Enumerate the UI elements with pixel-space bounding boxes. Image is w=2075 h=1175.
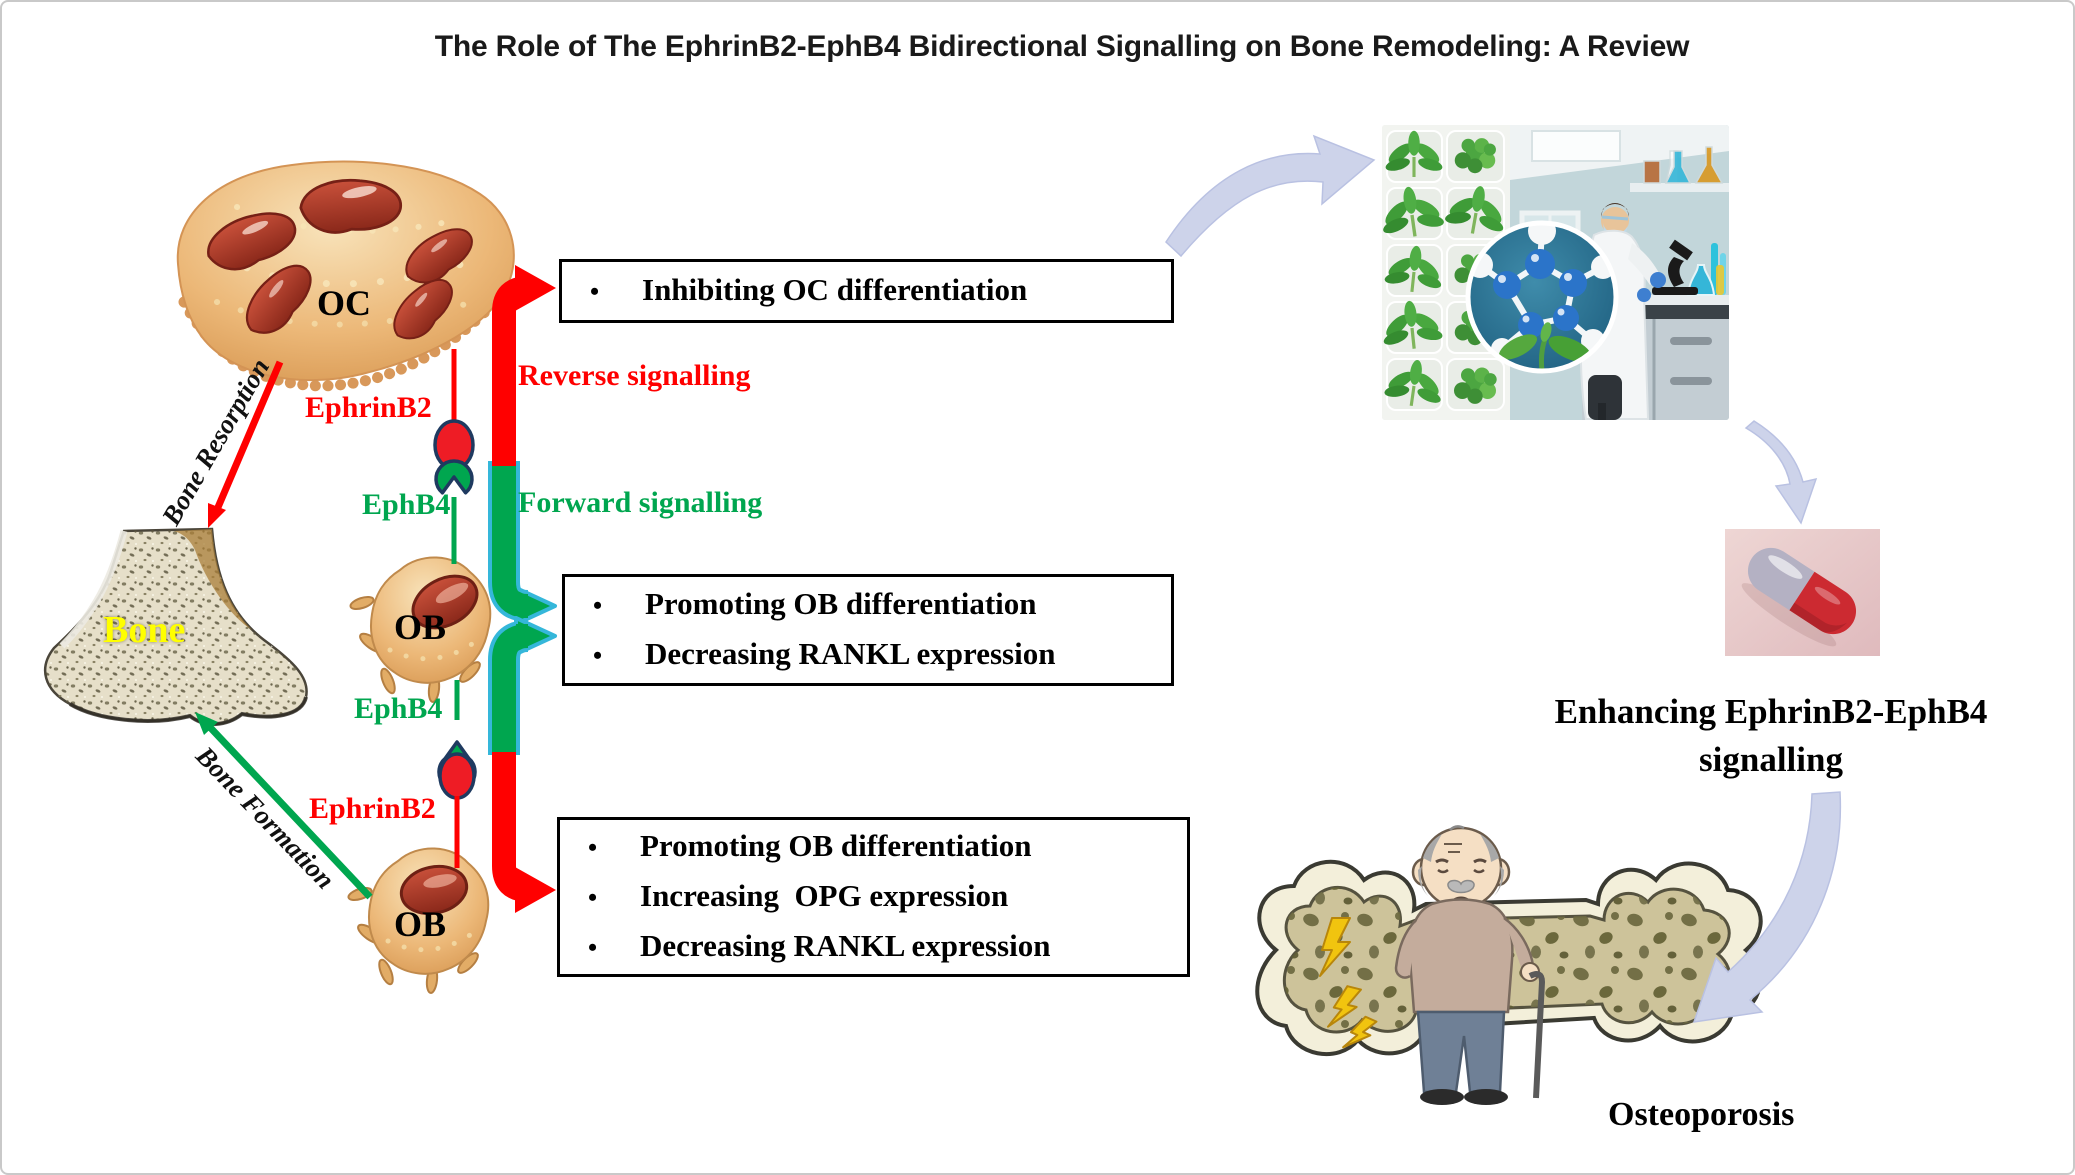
ephrinb2-ephb4-binding-bottom [437,680,477,868]
outcome-box-oc-reverse: • Inhibiting OC differentiation [559,259,1174,323]
outcome-row: • Promoting OB differentiation [588,822,1187,872]
reverse-signalling-label: Reverse signalling [518,359,751,392]
osteoporosis-cartoon [1255,825,1763,1105]
ephrinb2-ephb4-binding-top [433,349,475,564]
ob-mid-cell-label: OB [394,607,447,647]
bullet-icon: • [593,641,603,670]
microscope-icon [1652,239,1698,295]
figure-title: The Role of The EphrinB2-EphB4 Bidirecti… [434,30,1690,63]
natural-compound-research-photo [1382,125,1729,420]
forward-signalling-label: Forward signalling [518,486,763,519]
osteoblast-cell-mid-illustration [349,556,492,703]
bone-section-photo [44,527,308,726]
outcome-box-ob-forward: • Promoting OB differentiation • Decreas… [562,574,1174,686]
outcome-row: • Inhibiting OC differentiation [590,266,1171,316]
bone-resorption-arrow-icon [208,360,284,528]
flow-arrow-to-capsule-icon [1744,420,1818,525]
outcome-text: Increasing OPG expression [640,878,1009,913]
ephrinb2-bottom-label: EphrinB2 [309,792,436,825]
osteoblast-cell-bottom-illustration [347,847,490,994]
molecule-circle-overlay [1465,220,1619,374]
ephb4-receptor-icon [434,459,474,495]
ephb4-mid-label: EphB4 [354,692,443,725]
bullet-icon: • [588,883,598,912]
ephrinb2-ligand-icon [438,752,476,800]
ob-bottom-cell-label: OB [394,904,447,944]
outcome-row: • Promoting OB differentiation [593,580,1171,630]
bullet-icon: • [590,277,600,306]
flow-arrow-to-osteoporosis-icon [1692,791,1842,1023]
outcome-text: Decreasing RANKL expression [640,928,1051,963]
enhancing-caption-line1: Enhancing EphrinB2-EphB4 [1554,692,1988,731]
outcome-text: Inhibiting OC differentiation [642,272,1028,307]
outcome-text: Promoting OB differentiation [645,586,1037,621]
ephb4-top-label: EphB4 [362,488,451,521]
ephrinb2-top-label: EphrinB2 [305,391,432,424]
outcome-box-ob-reverse: • Promoting OB differentiation • Increas… [557,817,1190,977]
elderly-man-figure [1394,825,1546,1105]
enhancing-signalling-caption: Enhancing EphrinB2-EphB4 signalling [1555,688,1988,784]
outcome-row: • Increasing OPG expression [588,872,1187,922]
flow-arrow-to-research-icon [1165,134,1376,258]
bone-formation-arrow-icon [195,712,373,900]
outcome-text: Promoting OB differentiation [640,828,1032,863]
enhancing-caption-line2: signalling [1699,740,1843,779]
reverse-signalling-arrowhead-icon [515,867,556,913]
outcome-row: • Decreasing RANKL expression [593,630,1171,680]
pain-lightning-icon [1319,917,1378,1049]
drug-capsule-photo [1725,529,1880,656]
osteoclast-cell-illustration [176,160,515,392]
signalling-arrow-assembly-top [488,265,557,626]
oc-cell-label: OC [317,283,371,323]
bullet-icon: • [588,933,598,962]
outcome-row: • Decreasing RANKL expression [588,922,1187,972]
reverse-signalling-arrowhead-icon [515,265,556,311]
bullet-icon: • [588,833,598,862]
outcome-text: Decreasing RANKL expression [645,636,1056,671]
bullet-icon: • [593,591,603,620]
bone-label: Bone [103,609,186,651]
oc-nuclei [199,173,481,350]
osteoporosis-label: Osteoporosis [1608,1096,1795,1133]
signalling-arrow-assembly-bottom [488,616,557,913]
cane-icon [1528,971,1546,1099]
